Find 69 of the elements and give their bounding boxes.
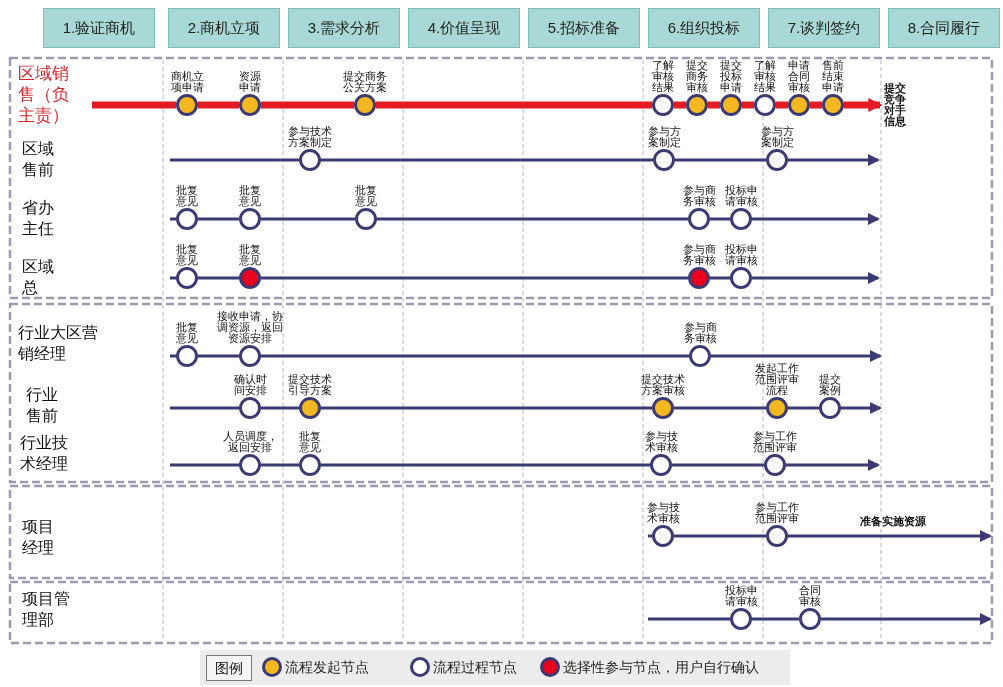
node-label: 售前结束申请 xyxy=(821,60,845,93)
node-label: 投标申请审核 xyxy=(723,585,759,607)
node-label: 提交技术方案审核 xyxy=(640,374,686,396)
node-label: 批复意见 xyxy=(175,244,199,266)
arrow xyxy=(752,213,880,225)
node-label: 提交商务审核 xyxy=(685,60,709,93)
lane-title: 行业技术经理 xyxy=(20,433,69,474)
arrow xyxy=(841,402,882,414)
node-label: 参与商务审核 xyxy=(681,244,717,266)
lane-title: 区域销售（负主责） xyxy=(18,63,70,126)
node-label: 投标申请审核 xyxy=(723,244,759,266)
node-label: 参与方案制定 xyxy=(646,126,682,148)
node-label: 参与商务审核 xyxy=(682,322,718,344)
legend-label: 流程发起节点 xyxy=(285,658,369,677)
lane-title: 行业售前 xyxy=(26,385,59,426)
node-label: 参与技术方案制定 xyxy=(287,126,333,148)
arrow xyxy=(786,459,880,471)
node-label: 合同审核 xyxy=(798,585,822,607)
node-label: 参与技术审核 xyxy=(643,431,679,453)
legend-label: 流程过程节点 xyxy=(433,658,517,677)
arrow xyxy=(752,272,880,284)
node-label: 人员调度，返回安排 xyxy=(221,431,279,453)
node-label: 商机立项申请 xyxy=(169,71,205,93)
node-label: 资源申请 xyxy=(238,71,262,93)
node-label: 了解审核结果 xyxy=(651,60,675,93)
arrow xyxy=(844,98,883,112)
node-label: 提交商务公关方案 xyxy=(342,71,388,93)
arrow xyxy=(788,154,880,166)
node-label: 提交技术引导方案 xyxy=(287,374,333,396)
lane-title: 省办主任 xyxy=(22,198,55,239)
node-label: 接收申请，协调资源，返回资源安排 xyxy=(216,311,284,344)
stage-header: 3.需求分析 xyxy=(288,8,400,48)
lane-title: 行业大区营销经理 xyxy=(18,323,98,364)
node-label: 提交投标申请 xyxy=(719,60,743,93)
stage-header: 8.合同履行 xyxy=(888,8,1000,48)
node-label: 了解审核结果 xyxy=(753,60,777,93)
node-label: 参与工作范围评审 xyxy=(754,502,800,524)
node-label: 投标申请审核 xyxy=(723,185,759,207)
stage-header: 2.商机立项 xyxy=(168,8,280,48)
node-label: 确认时间安排 xyxy=(232,374,268,396)
node-label: 参与商务审核 xyxy=(681,185,717,207)
node-label: 批复意见 xyxy=(175,322,199,344)
arrow xyxy=(821,613,992,625)
node-label: 参与工作范围评审 xyxy=(752,431,798,453)
node-label: 批复意见 xyxy=(298,431,322,453)
node-label: 提交案例 xyxy=(818,374,842,396)
node-label: 申请合同审核 xyxy=(787,60,811,93)
node-label: 发起工作范围评审流程 xyxy=(754,363,800,396)
node-label: 批复意见 xyxy=(238,244,262,266)
lane-title: 项目管理部 xyxy=(22,589,71,630)
lane-title: 项目经理 xyxy=(22,517,55,558)
stage-header: 5.招标准备 xyxy=(528,8,640,48)
stage-header: 7.谈判签约 xyxy=(768,8,880,48)
stage-header: 6.组织投标 xyxy=(648,8,760,48)
arrow xyxy=(788,530,992,542)
node-label: 参与技术审核 xyxy=(645,502,681,524)
node-label: 批复意见 xyxy=(354,185,378,207)
stage-header: 4.价值呈现 xyxy=(408,8,520,48)
arrow xyxy=(711,350,882,362)
node-label: 批复意见 xyxy=(238,185,262,207)
lane-title: 区域售前 xyxy=(22,139,55,180)
legend-label: 选择性参与节点，用户自行确认 xyxy=(563,658,759,677)
edge-label: 提交竞争对手信息 xyxy=(884,83,908,127)
node-label: 批复意见 xyxy=(175,185,199,207)
stage-header: 1.验证商机 xyxy=(43,8,155,48)
edge-label: 准备实施资源 xyxy=(860,516,926,527)
node-label: 参与方案制定 xyxy=(759,126,795,148)
legend-title: 图例 xyxy=(206,655,252,681)
lane-title: 区域总 xyxy=(22,257,55,298)
